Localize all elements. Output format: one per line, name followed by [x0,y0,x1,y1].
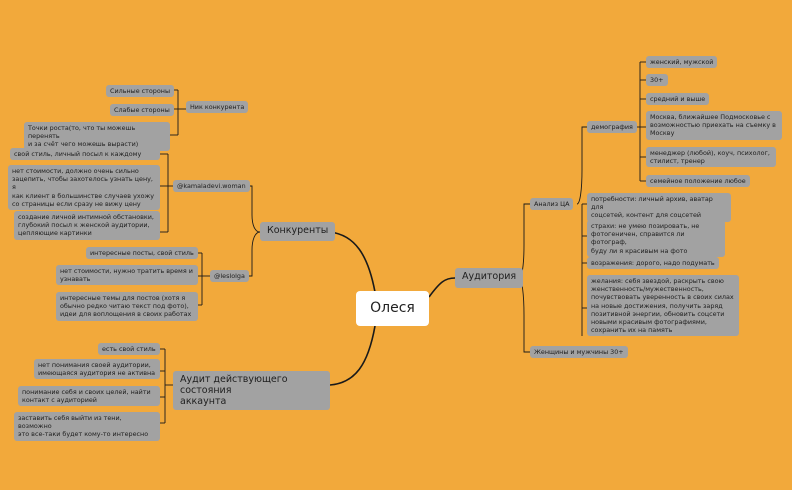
demography-gender-node[interactable]: женский, мужской [646,56,718,69]
audit-style-node[interactable]: есть свой стиль [98,343,160,356]
competitor-nick-node[interactable]: Ник конкурента [186,101,249,114]
objections-node[interactable]: возражения: дорого, надо подумать [587,257,719,270]
audit-goals-node[interactable]: понимание себя и своих целей, найти конт… [18,386,160,407]
link-root-competitors [329,231,376,293]
root-node[interactable]: Олеся [356,291,429,326]
analysis-node[interactable]: Анализ ЦА [530,198,574,211]
audience-node[interactable]: Аудитория [455,268,524,288]
demography-income-node[interactable]: средний и выше [646,93,710,106]
audit-node[interactable]: Аудит действующего состояния аккаунта [173,371,330,410]
demography-location-node[interactable]: Москва, ближайшее Подмосковье с возможно… [646,111,782,140]
audit-shadow-node[interactable]: заставить себя выйти из тени, возможно э… [14,412,160,441]
competitors-node[interactable]: Конкуренты [260,222,336,241]
kamaladevi-price-node[interactable]: нет стоимости, должно очень сильно зацеп… [8,165,160,211]
fears-node[interactable]: страхи: не умею позировать, не фотогенич… [587,220,725,257]
demography-family-node[interactable]: семейное положение любое [646,175,750,188]
link-root-audience [428,277,456,298]
weaknesses-node[interactable]: Слабые стороны [110,104,174,117]
kamaladevi-style-node[interactable]: свой стиль, личный посыл к каждому [10,148,160,161]
strengths-node[interactable]: Сильные стороны [106,85,174,98]
leslolga-posts-node[interactable]: интересные посты, свой стиль [86,247,198,260]
leslolga-node[interactable]: @leslolga [210,270,249,283]
desires-node[interactable]: желания: себя звездой, раскрыть свою жен… [587,275,739,337]
leslolga-ideas-node[interactable]: интересные темы для постов (хотя я обычн… [56,292,198,321]
leslolga-price-node[interactable]: нет стоимости, нужно тратить время и узн… [56,265,198,286]
segment-node[interactable]: Женщины и мужчины 30+ [530,346,628,359]
kamaladevi-atmosphere-node[interactable]: создание личной интимной обстановки, глу… [14,211,160,240]
audit-audience-node[interactable]: нет понимания своей аудитории, имеющаяся… [34,359,160,380]
demography-node[interactable]: демография [587,121,637,134]
link-root-audit [329,325,376,386]
demography-occupation-node[interactable]: менеджер (любой), коуч, психолог, стилис… [646,147,776,168]
needs-node[interactable]: потребности: личный архив, аватар для со… [587,193,731,222]
kamaladevi-node[interactable]: @kamaladevi.woman [173,180,250,193]
demography-age-node[interactable]: 30+ [646,74,668,87]
growth-points-node[interactable]: Точки роста(то, что ты можешь перенять и… [24,122,170,151]
